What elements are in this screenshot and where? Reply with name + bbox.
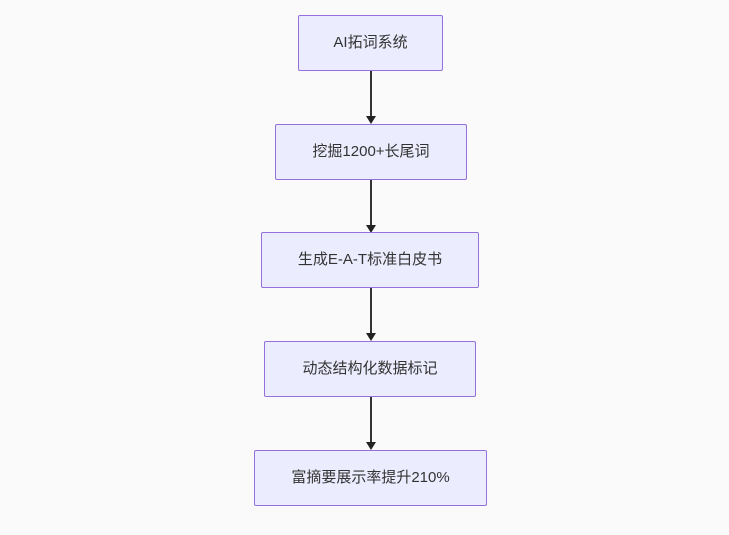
arrow-line — [370, 180, 372, 225]
flow-node-label: 生成E-A-T标准白皮书 — [297, 251, 443, 268]
arrow-down-icon — [366, 333, 376, 341]
flow-node-longtail-mining: 挖掘1200+长尾词 — [275, 124, 467, 180]
flow-node-rich-snippet-result: 富摘要展示率提升210% — [254, 450, 487, 506]
arrow-down-icon — [366, 442, 376, 450]
flow-node-structured-data: 动态结构化数据标记 — [264, 341, 476, 397]
flow-node-label: AI拓词系统 — [333, 34, 408, 51]
flow-node-label: 富摘要展示率提升210% — [291, 469, 450, 486]
flow-node-label: 挖掘1200+长尾词 — [312, 143, 430, 160]
flow-node-ai-keyword-system: AI拓词系统 — [298, 15, 443, 71]
flow-arrow-1 — [365, 71, 377, 124]
flow-arrow-3 — [365, 288, 377, 341]
arrow-line — [370, 71, 372, 116]
arrow-line — [370, 288, 372, 333]
flow-arrow-2 — [365, 180, 377, 233]
flow-arrow-4 — [365, 397, 377, 450]
flow-node-label: 动态结构化数据标记 — [302, 360, 438, 377]
arrow-down-icon — [366, 116, 376, 124]
flow-node-eat-whitepaper: 生成E-A-T标准白皮书 — [261, 232, 479, 288]
arrow-down-icon — [366, 225, 376, 233]
arrow-line — [370, 397, 372, 442]
